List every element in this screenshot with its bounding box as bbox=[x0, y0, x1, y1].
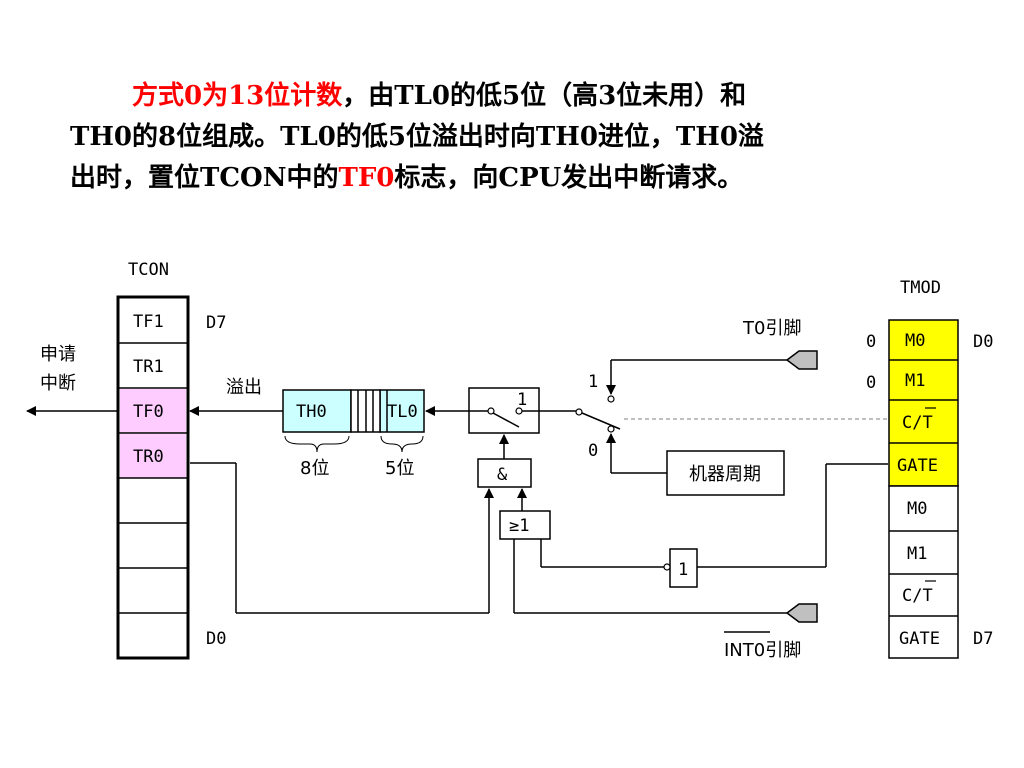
t0-pin-label: T0引脚 bbox=[742, 318, 801, 339]
not-gate-label: 1 bbox=[678, 560, 688, 580]
th0-register: TH0 bbox=[282, 389, 352, 433]
tcon-cell-tf1: TF1 bbox=[133, 312, 164, 332]
tmod-cell-m1-high: M1 bbox=[907, 544, 927, 564]
tmod-d7-label: D7 bbox=[973, 629, 993, 649]
th0-label: TH0 bbox=[296, 402, 327, 422]
overflow-label: 溢出 bbox=[226, 377, 262, 398]
counter-timer-selector: 1 0 bbox=[575, 372, 621, 461]
tmod-cell-m0-high: M0 bbox=[907, 499, 927, 519]
paragraph-line-3-post: 标志，向CPU发出中断请求。 bbox=[394, 163, 744, 193]
tmod-m0-value: 0 bbox=[866, 332, 876, 352]
selector-one-label: 1 bbox=[588, 372, 598, 392]
tcon-register: TF1 TR1 TF0 TR0 bbox=[116, 295, 190, 660]
or-gate-label: ≥1 bbox=[509, 516, 529, 536]
tf0-cell-bg bbox=[120, 389, 186, 433]
tmod-cell-m1-low: M1 bbox=[905, 371, 925, 391]
tcon-d7-label: D7 bbox=[206, 313, 226, 333]
machine-cycle-box: 机器周期 bbox=[666, 450, 785, 496]
tmod-cell-m0-low: M0 bbox=[905, 331, 925, 351]
request-interrupt-label-2: 中断 bbox=[40, 373, 76, 394]
tmod-cell-gate-high: GATE bbox=[899, 629, 940, 649]
paragraph-line-1: 方式0为13位计数，由TL0的低5位（高3位未用）和 bbox=[70, 76, 950, 117]
tmod-d0-label: D0 bbox=[973, 332, 993, 352]
tcon-cell-tr1: TR1 bbox=[133, 357, 164, 377]
tmod-register: M0 M1 C/T GATE M0 M1 C/T GATE bbox=[888, 319, 959, 659]
paragraph-line-2: TH0的8位组成。TL0的低5位溢出时向TH0进位，TH0溢 bbox=[70, 122, 764, 152]
t0-pin-icon bbox=[785, 350, 818, 370]
paragraph-line-1-rest: ，由TL0的低5位（高3位未用）和 bbox=[342, 81, 747, 111]
switch-one-label: 1 bbox=[517, 390, 527, 410]
int0-pin-label: INT0引脚 bbox=[724, 640, 801, 661]
machine-cycle-label: 机器周期 bbox=[689, 464, 761, 485]
mode0-highlight: 方式0为13位计数 bbox=[132, 81, 343, 111]
th0-brace bbox=[284, 435, 350, 453]
or-gate: ≥1 bbox=[499, 510, 551, 540]
tmod-m1-value: 0 bbox=[866, 373, 876, 393]
tl0-brace bbox=[380, 435, 424, 453]
tl0-unused-bits bbox=[350, 389, 381, 433]
int0-pin-icon bbox=[785, 603, 818, 623]
tcon-title: TCON bbox=[128, 260, 169, 280]
tl0-register: TL0 bbox=[379, 389, 425, 433]
tcon-cell-tf0: TF0 bbox=[133, 402, 164, 422]
request-interrupt-label-1: 申请 bbox=[40, 344, 76, 365]
control-switch: 1 bbox=[468, 387, 540, 434]
tf0-highlight: TF0 bbox=[338, 163, 395, 193]
tcon-cell-tr0: TR0 bbox=[133, 447, 164, 467]
tmod-cell-gate-low: GATE bbox=[897, 456, 938, 476]
th0-bits-label: 8位 bbox=[300, 458, 329, 479]
tr0-cell-bg bbox=[120, 434, 186, 478]
not-gate: 1 bbox=[663, 548, 698, 588]
selector-zero-label: 0 bbox=[588, 441, 598, 461]
and-gate: & bbox=[477, 458, 532, 488]
paragraph-line-3: 出时，置位TCON中的TF0标志，向CPU发出中断请求。 bbox=[70, 158, 950, 199]
tl0-bits-label: 5位 bbox=[385, 458, 414, 479]
tmod-cell-ct-high: C/T bbox=[902, 586, 933, 606]
paragraph-line-3-pre: 出时，置位TCON中的 bbox=[70, 163, 339, 193]
tcon-d0-label: D0 bbox=[206, 629, 226, 649]
and-gate-label: & bbox=[497, 465, 508, 485]
tl0-label: TL0 bbox=[387, 402, 418, 422]
tmod-cell-ct-low: C/T bbox=[902, 413, 933, 433]
description-paragraph: 方式0为13位计数，由TL0的低5位（高3位未用）和 TH0的8位组成。TL0的… bbox=[70, 76, 950, 199]
tmod-title: TMOD bbox=[900, 278, 941, 298]
